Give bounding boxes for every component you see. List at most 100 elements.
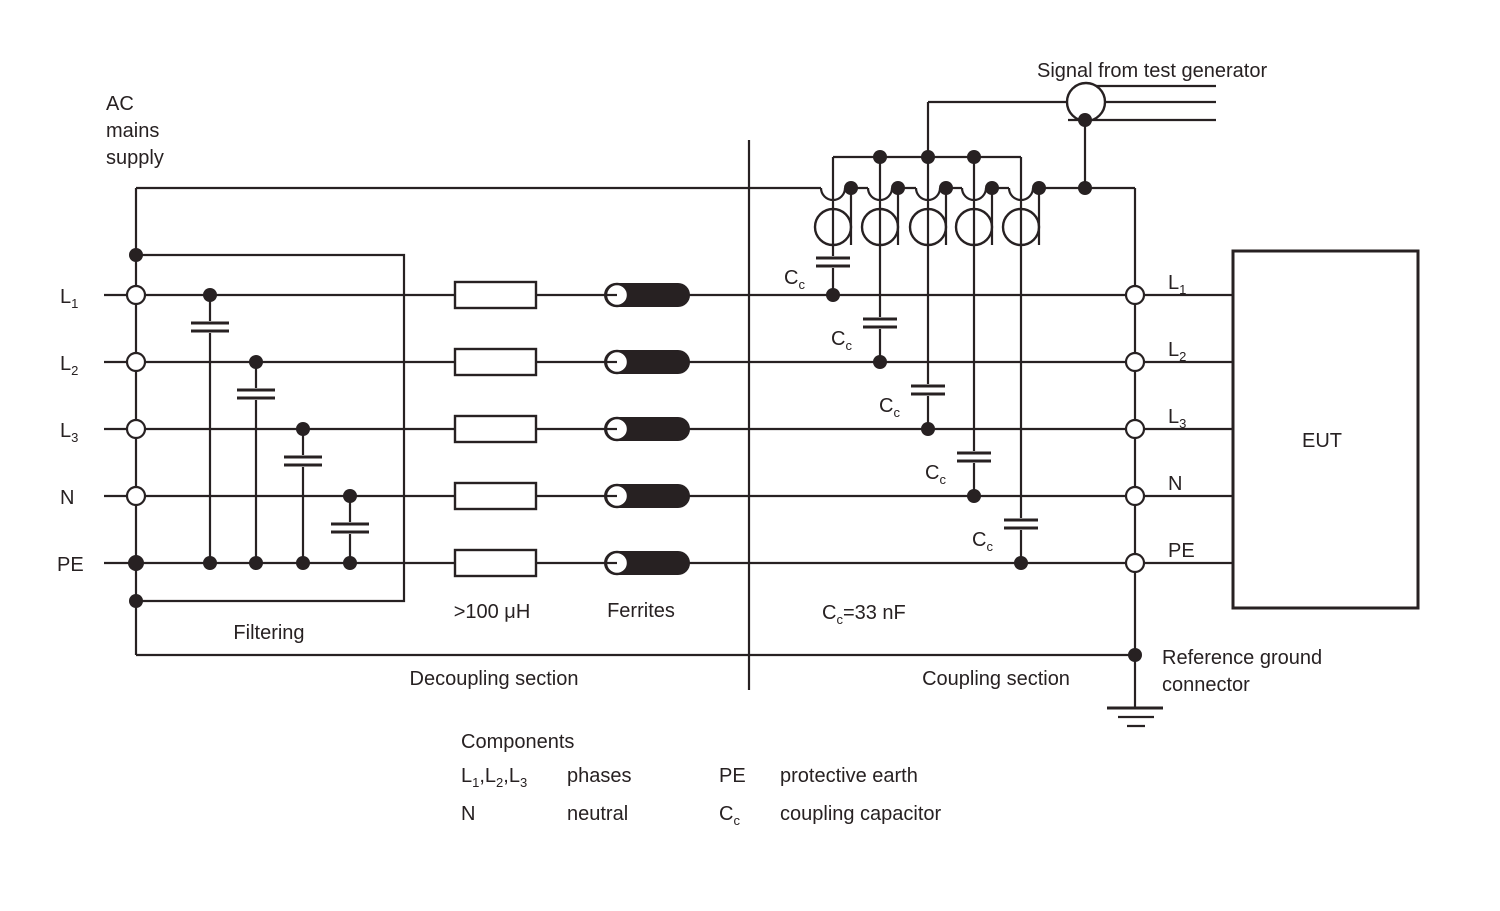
junction-dot: [826, 288, 840, 302]
junction-dot: [921, 150, 935, 164]
ferrite-l3: [604, 416, 690, 442]
inductor-pe: [453, 548, 538, 578]
right-line-label-pe: PE: [1168, 540, 1195, 562]
decoupling-section-label: Decoupling section: [410, 668, 579, 690]
ferrite-pe: [604, 550, 690, 576]
eut-label: EUT: [1302, 430, 1342, 452]
ferrite-l2: [604, 349, 690, 375]
right-line-label-l1: L1: [1168, 272, 1186, 297]
junction-dot: [891, 181, 905, 195]
ferrite-l1: [604, 282, 690, 308]
junction-dot: [967, 150, 981, 164]
junction-dot: [1078, 181, 1092, 195]
reference-ground-label: Reference ground: [1162, 647, 1322, 669]
filter-cap-plates-l2: [237, 388, 275, 400]
ac-mains-supply-label: supply: [106, 147, 164, 169]
coupling-section-label: Coupling section: [922, 668, 1070, 690]
reference-ground-symbol: [1107, 655, 1163, 728]
junction-dot: [921, 422, 935, 436]
left-line-label-l3: L3: [60, 420, 78, 445]
coupling-cap-plates-pe: [1004, 518, 1038, 530]
right-line-label-l2: L2: [1168, 339, 1186, 364]
junction-dot: [967, 489, 981, 503]
right-terminal-l3: [1124, 418, 1146, 440]
legend-meaning-phases: phases: [567, 765, 632, 787]
filter-cap-plates-l3: [284, 455, 322, 467]
junction-dot: [844, 181, 858, 195]
inductor-n: [453, 481, 538, 511]
junction-dot: [203, 556, 217, 570]
junction-dot: [1032, 181, 1046, 195]
terminals: [125, 284, 1146, 574]
inductor-l2: [453, 347, 538, 377]
eut-box: [1231, 249, 1420, 610]
junction-dot: [343, 556, 357, 570]
legend-symbol-cc: Cc: [719, 803, 740, 828]
cc-label-pe: Cc: [972, 529, 993, 554]
coupling-units: [813, 157, 1041, 563]
junction-dot: [1014, 556, 1028, 570]
right-line-label-l3: L3: [1168, 406, 1186, 431]
inductor-l1: [453, 280, 538, 310]
left-line-label-pe: PE: [57, 554, 84, 576]
junction-dot: [296, 422, 310, 436]
right-terminal-l2: [1124, 351, 1146, 373]
signal-from-test-generator-label: Signal from test generator: [1037, 60, 1267, 82]
left-line-label-l1: L1: [60, 286, 78, 311]
junction-dot: [129, 248, 143, 262]
ac-mains-supply-label: AC: [106, 93, 134, 115]
junction-dot: [873, 150, 887, 164]
left-line-label-n: N: [60, 487, 74, 509]
right-terminal-n: [1124, 485, 1146, 507]
filter-cap-plates-l1: [191, 321, 229, 333]
reference-ground-label: connector: [1162, 674, 1250, 696]
junction-dots: [129, 113, 1142, 662]
decoupling-components: [453, 280, 690, 578]
left-terminal-n: [125, 485, 147, 507]
cc-label-n: Cc: [925, 462, 946, 487]
right-terminal-pe: [1124, 552, 1146, 574]
inductance-label: >100 μH: [454, 601, 531, 623]
junction-dot: [296, 556, 310, 570]
junction-dot: [985, 181, 999, 195]
ac-mains-supply-label: mains: [106, 120, 159, 142]
coupling-cap-plates-l2: [863, 317, 897, 329]
components-legend: Components L1,L2,L3 phases PE protective…: [461, 731, 942, 828]
cc-label-l2: Cc: [831, 328, 852, 353]
ferrite-n: [604, 483, 690, 509]
legend-symbol-phases: L1,L2,L3: [461, 765, 527, 790]
inductor-l3: [453, 414, 538, 444]
ferrites-label: Ferrites: [607, 600, 675, 622]
left-terminal-pe: [128, 555, 144, 571]
filtering-label: Filtering: [233, 622, 304, 644]
legend-meaning-n: neutral: [567, 803, 628, 825]
junction-dot: [939, 181, 953, 195]
reference-ground-dot: [1128, 648, 1142, 662]
coupling-cap-plates-l1: [816, 256, 850, 268]
legend-title: Components: [461, 731, 574, 753]
test-generator: [928, 81, 1216, 188]
junction-dot: [203, 288, 217, 302]
junction-dot: [343, 489, 357, 503]
coupling-cap-plates-l3: [911, 384, 945, 396]
cc-label-l1: Cc: [784, 267, 805, 292]
filter-cap-plates-n: [331, 522, 369, 534]
cc-value-label: Cc=33 nF: [822, 602, 906, 627]
coupling-cap-plates-n: [957, 451, 991, 463]
left-terminal-l1: [125, 284, 147, 306]
legend-symbol-pe: PE: [719, 765, 746, 787]
cc-label-l3: Cc: [879, 395, 900, 420]
legend-meaning-pe: protective earth: [780, 765, 918, 787]
text-labels: Signal from test generator AC mains supp…: [57, 60, 1342, 828]
junction-dot: [1078, 113, 1092, 127]
junction-dot: [129, 594, 143, 608]
junction-dot: [249, 556, 263, 570]
left-terminal-l2: [125, 351, 147, 373]
right-line-label-n: N: [1168, 473, 1182, 495]
legend-symbol-n: N: [461, 803, 475, 825]
left-terminal-l3: [125, 418, 147, 440]
left-line-label-l2: L2: [60, 353, 78, 378]
right-terminal-l1: [1124, 284, 1146, 306]
